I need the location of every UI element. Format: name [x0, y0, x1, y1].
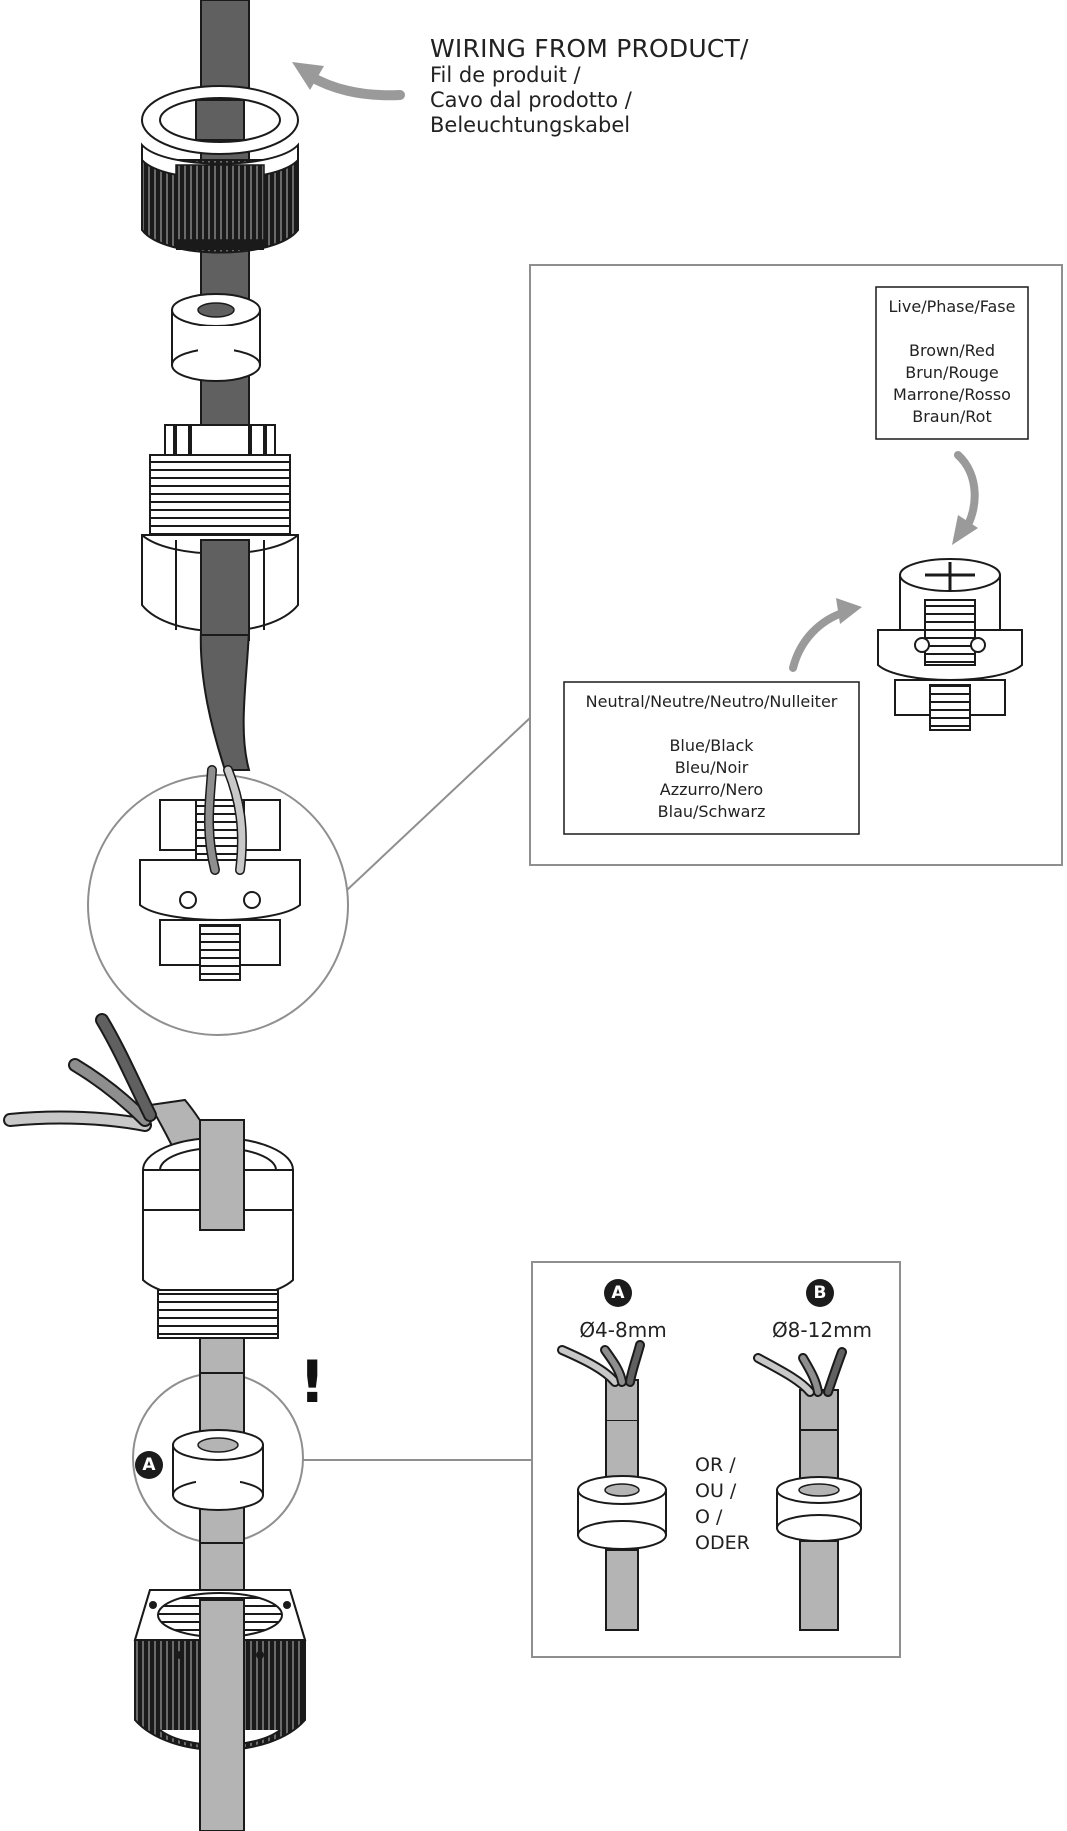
or-it: O / [695, 1506, 723, 1528]
neutral-colour-it: Azzurro/Nero [659, 780, 764, 799]
warning-exclamation: ! [299, 1348, 326, 1416]
size-b-label: Ø8-12mm [771, 1318, 873, 1342]
clamp-body-top [141, 424, 299, 636]
wiring-heading: WIRING FROM PRODUCT/ Fil de produit / Ca… [430, 34, 749, 138]
live-label-title: Live/Phase/Fase [888, 297, 1016, 316]
live-colour-it: Marrone/Rosso [893, 385, 1011, 404]
gland-body-bottom [142, 1119, 294, 1339]
live-label-box [875, 286, 1029, 440]
neutral-arrow [789, 608, 849, 672]
or-en: OR / [695, 1454, 736, 1476]
cap-nut-top [141, 85, 299, 254]
neutral-colour-fr: Bleu/Noir [674, 758, 749, 777]
seal-ring-top [171, 293, 261, 382]
or-fr: OU / [695, 1480, 737, 1502]
live-colour-fr: Brun/Rouge [905, 363, 999, 382]
wiring-heading-en: WIRING FROM PRODUCT/ [430, 34, 749, 63]
cable-a-illustration [557, 1340, 667, 1631]
cap-nut-bottom [133, 1589, 307, 1831]
neutral-colour-en: Blue/Black [669, 736, 754, 755]
detail-connector-line [346, 717, 531, 891]
wiring-heading-it: Cavo dal prodotto / [430, 88, 632, 112]
cable-b-illustration [753, 1347, 862, 1631]
size-a-badge: A [604, 1279, 632, 1307]
live-colour-en: Brown/Red [908, 341, 995, 360]
cable-pointer-arrow [305, 71, 405, 101]
top-assembly [87, 0, 531, 1036]
live-label-text: Live/Phase/Fase Brown/Red Brun/Rouge Mar… [876, 296, 1028, 428]
or-de: ODER [695, 1532, 750, 1554]
neutral-label-title: Neutral/Neutre/Neutro/Nulleiter [585, 692, 838, 711]
seal-ring-bottom [172, 1429, 264, 1511]
bottom-assembly [3, 1013, 532, 1831]
neutral-label-text: Neutral/Neutre/Neutro/Nulleiter Blue/Bla… [564, 691, 859, 823]
size-a-label: Ø4-8mm [579, 1318, 667, 1342]
wiring-heading-de: Beleuchtungskabel [430, 113, 631, 137]
neutral-colour-de: Blau/Schwarz [657, 802, 766, 821]
terminal-block-panel [877, 558, 1023, 731]
terminal-block-detail [139, 765, 301, 981]
seal-a-badge: A [135, 1451, 163, 1479]
neutral-label-box [563, 681, 860, 835]
or-separator: OR / OU / O / ODER [695, 1452, 750, 1556]
wiring-heading-fr: Fil de produit / [430, 63, 581, 87]
size-b-badge: B [806, 1279, 834, 1307]
live-colour-de: Braun/Rot [912, 407, 992, 426]
